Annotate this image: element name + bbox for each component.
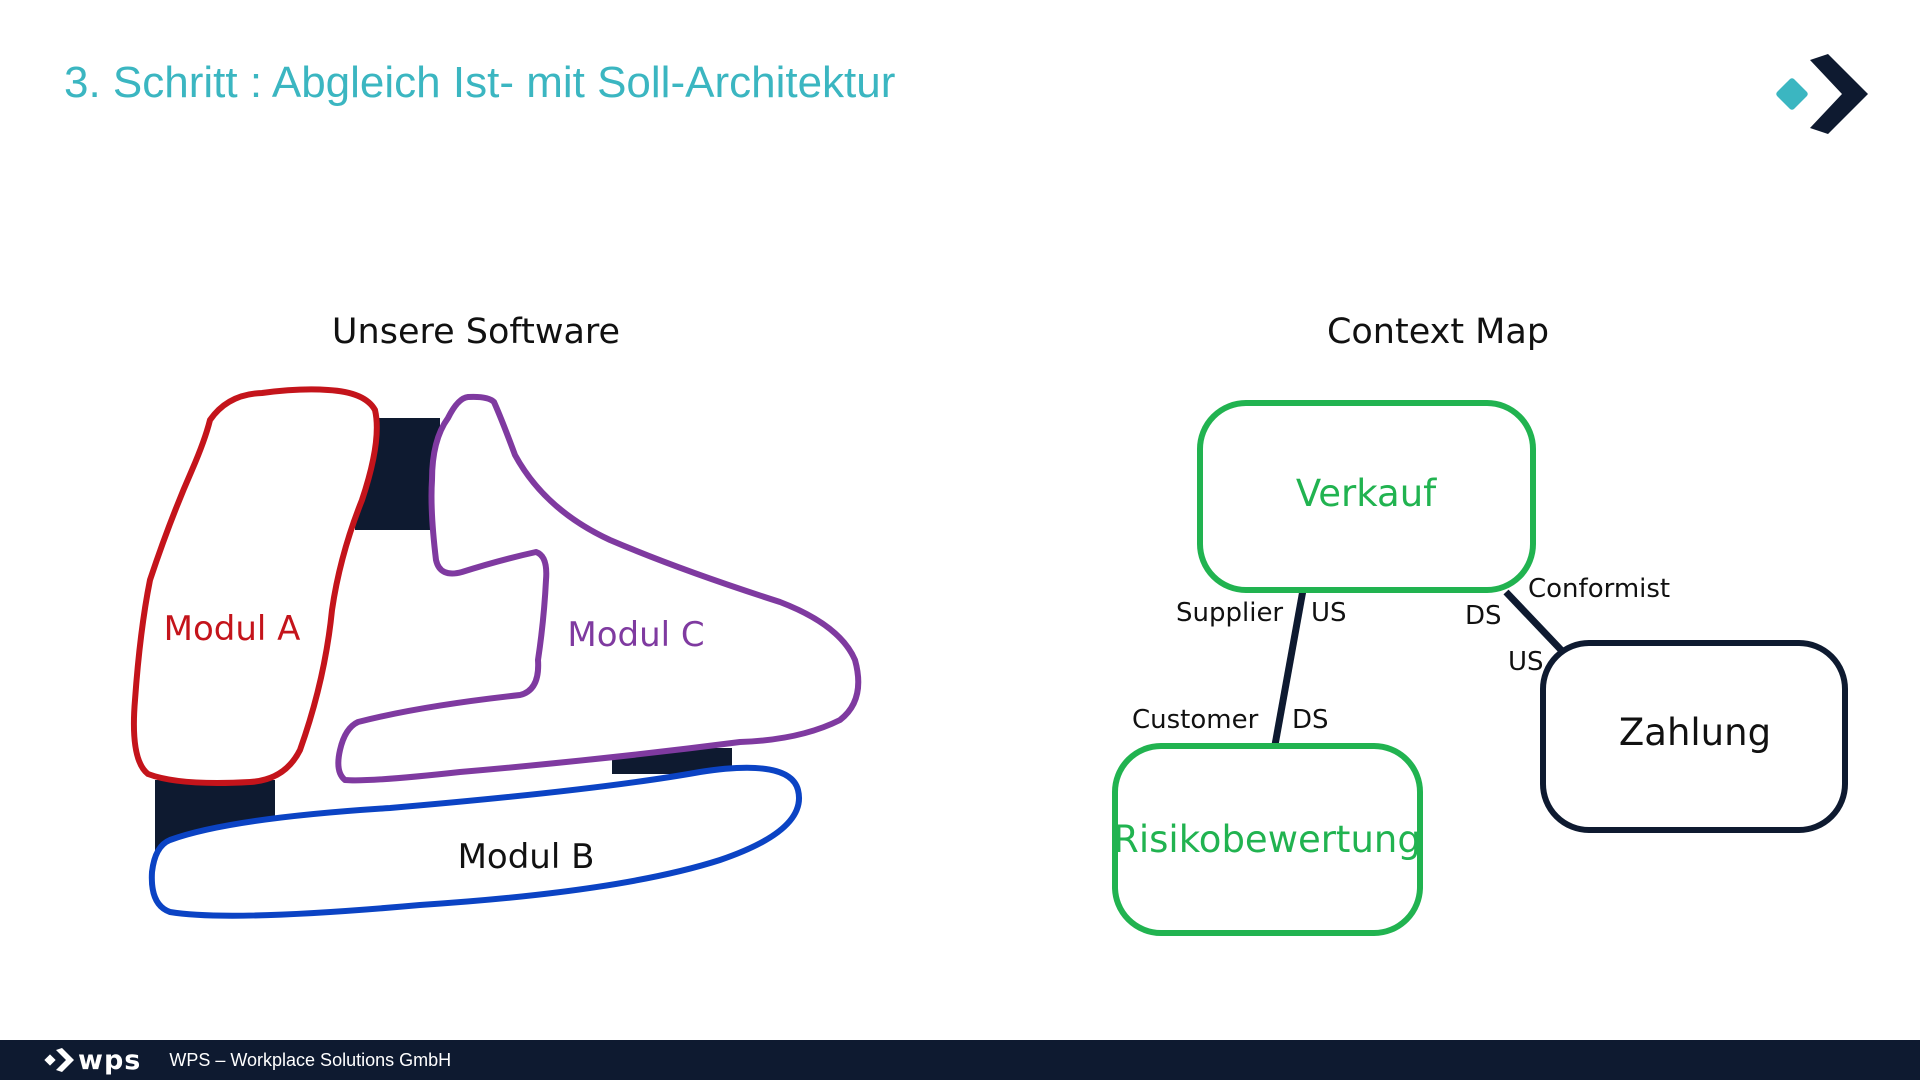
context-verkauf-box xyxy=(1197,400,1536,593)
modul-b-label: Modul B xyxy=(458,837,595,877)
customer-label: Customer xyxy=(1132,705,1259,735)
context-zahlung-box xyxy=(1540,640,1848,833)
context-risikobewertung-label: Risikobewertung xyxy=(1113,818,1421,861)
context-zahlung-label: Zahlung xyxy=(1619,711,1771,754)
footer-logo: wps xyxy=(44,1045,141,1076)
context-verkauf-label: Verkauf xyxy=(1296,472,1437,515)
modul-a-label: Modul A xyxy=(164,609,301,649)
footer-chevron-icon xyxy=(44,1048,74,1072)
relation-line-verkauf-zahlung xyxy=(1503,589,1566,655)
context-risikobewertung-box xyxy=(1112,743,1423,936)
upstream-marker-1: US xyxy=(1311,598,1347,628)
wps-logo-icon xyxy=(1776,54,1868,134)
footer-brand: wps xyxy=(78,1044,142,1076)
relation-line-verkauf-risikobewertung xyxy=(1271,589,1307,746)
conformist-label: Conformist xyxy=(1528,574,1670,604)
downstream-marker-1: DS xyxy=(1292,705,1329,735)
footer-bar: wps WPS – Workplace Solutions GmbH xyxy=(0,1040,1920,1080)
supplier-label: Supplier xyxy=(1176,598,1283,628)
architecture-diagram: Unsere Software Modul A Modul C Modul B … xyxy=(130,312,1848,936)
upstream-marker-2: US xyxy=(1508,647,1544,677)
software-heading: Unsere Software xyxy=(332,312,620,352)
context-map-heading: Context Map xyxy=(1327,312,1549,352)
modul-c-shape xyxy=(335,393,862,784)
modul-a-shape xyxy=(130,386,380,786)
downstream-marker-2: DS xyxy=(1465,601,1502,631)
modul-c-label: Modul C xyxy=(567,615,704,655)
slide-title: 3. Schritt : Abgleich Ist- mit Soll-Arch… xyxy=(64,58,896,107)
footer-company: WPS – Workplace Solutions GmbH xyxy=(169,1049,452,1070)
modul-b-shape xyxy=(148,764,802,919)
